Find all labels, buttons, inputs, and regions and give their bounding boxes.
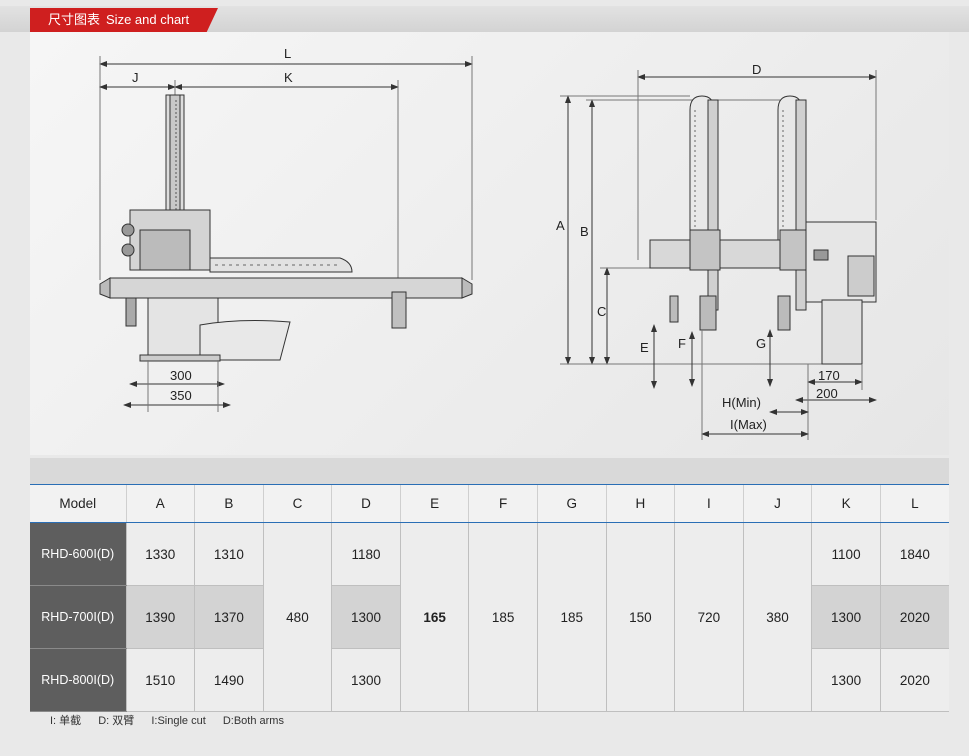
label-350: 350 [170, 388, 192, 403]
cell-h-merged: 150 [605, 522, 675, 712]
cell-a: 1510 [125, 648, 195, 712]
col-header-e: E [399, 484, 469, 523]
label-A: A [556, 218, 565, 233]
col-header-j: J [742, 484, 812, 523]
col-header-d: D [331, 484, 401, 523]
label-F: F [678, 336, 686, 351]
section-title-zh: 尺寸图表 [48, 12, 101, 27]
footnote-i-en: I:Single cut [151, 715, 206, 727]
cell-d: 1180 [331, 522, 401, 586]
label-J: J [132, 70, 139, 85]
horizontal-beam [109, 277, 463, 299]
cell-e-merged: 165 [399, 522, 469, 712]
cell-l: 1840 [879, 522, 949, 586]
cell-l: 2020 [879, 648, 949, 712]
col-header-i: I [674, 484, 744, 523]
col-header-c: C [262, 484, 332, 523]
label-I: I(Max) [730, 417, 767, 432]
cell-b: 1310 [194, 522, 264, 586]
footnote-d-zh: D: 双臂 [98, 715, 135, 727]
footnote-d-en: D:Both arms [222, 715, 284, 727]
cell-j-merged: 380 [742, 522, 812, 712]
label-G: G [756, 336, 766, 351]
table-row: RHD-800I(D) 1510 1490 1300 1300 2020 [30, 648, 949, 712]
footnote: I: 单截 D: 双臂 I:Single cut D:Both arms [50, 712, 298, 728]
label-B: B [580, 224, 589, 239]
cell-b: 1370 [194, 585, 264, 649]
col-header-f: F [468, 484, 538, 523]
footnote-i-zh: I: 单截 [50, 715, 82, 727]
col-header-model: Model [30, 484, 126, 523]
section-title: 尺寸图表 Size and chart [30, 8, 218, 32]
col-header-l: L [879, 484, 949, 523]
col-header-a: A [125, 484, 195, 523]
cell-k: 1100 [811, 522, 881, 586]
side-view-drawing: L J K 300 350 D A B C E F G 170 200 [99, 46, 877, 440]
cell-g-merged: 185 [536, 522, 607, 712]
model-cell: RHD-800I(D) [30, 648, 126, 712]
table-row: RHD-600I(D) 1330 1310 480 1180 165 185 1… [30, 522, 949, 712]
label-300: 300 [170, 368, 192, 383]
spec-table: Model A B C D E F G H I J K L RHD-600I(D… [30, 484, 949, 712]
col-header-k: K [811, 484, 881, 523]
label-H: H(Min) [722, 395, 761, 410]
cell-f-merged: 185 [468, 522, 538, 712]
col-header-h: H [605, 484, 675, 523]
label-C: C [597, 304, 606, 319]
cell-b: 1490 [194, 648, 264, 712]
section-title-en: Size and chart [106, 12, 190, 27]
cell-l: 2020 [879, 585, 949, 649]
col-header-g: G [536, 484, 607, 523]
label-L: L [284, 46, 291, 61]
label-E: E [640, 340, 649, 355]
cell-d: 1300 [331, 585, 401, 649]
cell-a: 1330 [125, 522, 195, 586]
cell-k: 1300 [811, 648, 881, 712]
label-D: D [752, 62, 761, 77]
model-cell: RHD-700I(D) [30, 585, 126, 649]
table-row: RHD-700I(D) 1390 1370 1300 1300 2020 [30, 585, 949, 649]
table-header-row: Model A B C D E F G H I J K L [30, 484, 949, 523]
table-header-strip [30, 458, 949, 484]
model-cell: RHD-600I(D) [30, 522, 126, 586]
cell-c-merged: 480 [262, 522, 332, 712]
cell-i-merged: 720 [674, 522, 744, 712]
col-header-b: B [194, 484, 264, 523]
label-200: 200 [816, 386, 838, 401]
cell-a: 1390 [125, 585, 195, 649]
cell-d: 1300 [331, 648, 401, 712]
label-170: 170 [818, 368, 840, 383]
label-K: K [284, 70, 293, 85]
cell-k: 1300 [811, 585, 881, 649]
